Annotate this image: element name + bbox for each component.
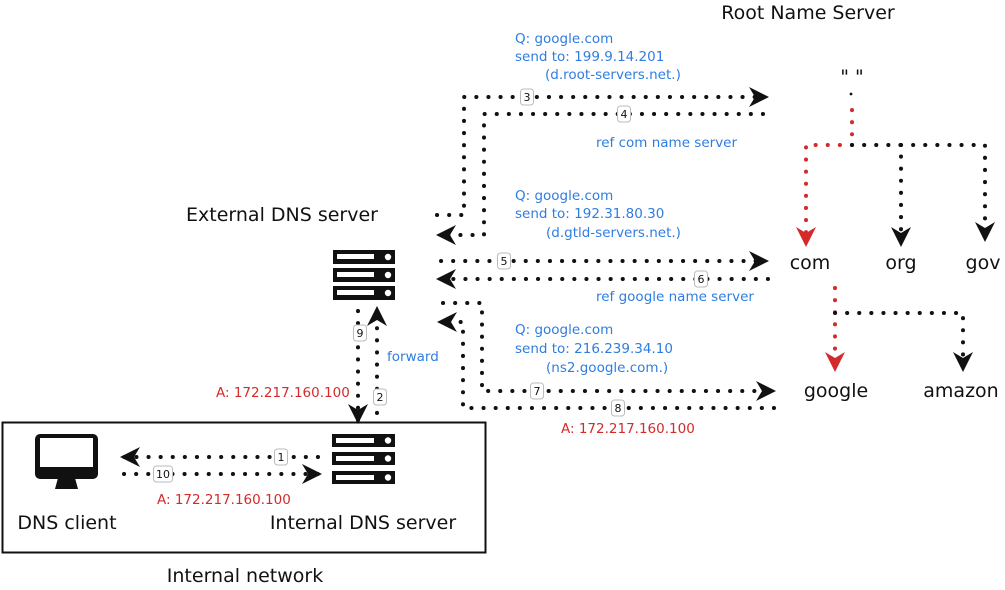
forward-annotation: forward xyxy=(387,349,439,365)
root-name-server-title: Root Name Server xyxy=(721,2,895,24)
svg-text:Q: google.com: Q: google.com xyxy=(515,322,613,338)
step-badge-7: 7 xyxy=(530,382,544,400)
step-badge-6: 6 xyxy=(694,270,708,288)
step-3-arrow xyxy=(435,87,769,217)
internal-dns-server-label: Internal DNS server xyxy=(270,512,457,534)
svg-text:send to: 192.31.80.30: send to: 192.31.80.30 xyxy=(515,206,664,222)
tree-root-to-com xyxy=(796,143,854,247)
step-badge-3: 3 xyxy=(520,88,534,106)
step-badge-label: 5 xyxy=(501,255,508,268)
tld-gov-label: gov xyxy=(966,252,1001,274)
monitor-icon xyxy=(35,434,98,489)
tld-com-label: com xyxy=(790,252,831,274)
external-answer-annotation: A: 172.217.160.100 xyxy=(216,385,350,401)
step-badge-label: 8 xyxy=(615,402,622,415)
step-badge-label: 7 xyxy=(534,385,541,398)
step-badge-4: 4 xyxy=(617,105,631,123)
step-badge-label: 2 xyxy=(377,391,384,404)
step-7-arrow xyxy=(441,301,776,401)
root-ref-annotation: ref com name server xyxy=(596,135,737,151)
authoritative-query-annotation: Q: google.com send to: 216.239.34.10 (ns… xyxy=(515,322,673,376)
svg-text:(d.root-servers.net.): (d.root-servers.net.) xyxy=(545,67,681,83)
tld-query-annotation: Q: google.com send to: 192.31.80.30 (d.g… xyxy=(515,188,681,241)
external-dns-server-title: External DNS server xyxy=(186,204,378,226)
dns-client-label: DNS client xyxy=(17,512,116,534)
tld-org-label: org xyxy=(885,252,916,274)
svg-text:Q: google.com: Q: google.com xyxy=(515,188,613,204)
tree-com-to-amazon xyxy=(833,311,973,372)
root-query-annotation: Q: google.com send to: 199.9.14.201 (d.r… xyxy=(515,31,681,83)
step-badge-label: 10 xyxy=(156,468,170,481)
step-badge-label: 9 xyxy=(357,327,364,340)
step-badge-9: 9 xyxy=(353,324,367,342)
svg-text:(d.gtld-servers.net.): (d.gtld-servers.net.) xyxy=(546,225,681,241)
step-badge-2: 2 xyxy=(373,388,387,406)
step-badge-label: 3 xyxy=(524,91,531,104)
step-badge-label: 1 xyxy=(278,451,285,464)
internal-server-icon xyxy=(332,434,395,484)
step-badge-5: 5 xyxy=(497,252,511,270)
internal-network-title: Internal network xyxy=(167,565,323,587)
svg-text:(ns2.google.com.): (ns2.google.com.) xyxy=(546,360,668,376)
step-badge-1: 1 xyxy=(274,448,288,466)
tree-root-to-gov xyxy=(899,143,995,242)
step-4-arrow xyxy=(436,112,765,245)
internal-answer-annotation: A: 172.217.160.100 xyxy=(157,492,291,508)
domain-amazon-label: amazon xyxy=(923,380,998,402)
svg-text:Q: google.com: Q: google.com xyxy=(515,31,613,47)
domain-google-label: google xyxy=(804,380,868,402)
root-label: " " xyxy=(840,66,864,88)
step-badge-label: 4 xyxy=(621,108,628,121)
internal-network-box xyxy=(1,421,487,554)
tld-ref-annotation: ref google name server xyxy=(596,289,754,305)
root-dot xyxy=(849,92,853,96)
svg-text:send to: 216.239.34.10: send to: 216.239.34.10 xyxy=(515,341,673,357)
authoritative-answer-annotation: A: 172.217.160.100 xyxy=(561,421,695,437)
svg-text:send to: 199.9.14.201: send to: 199.9.14.201 xyxy=(515,49,664,65)
step-badge-label: 6 xyxy=(698,273,705,286)
step-badge-10: 10 xyxy=(153,465,173,483)
external-server-icon xyxy=(333,250,395,300)
tree-root-to-org xyxy=(850,143,911,247)
step-badge-8: 8 xyxy=(611,399,625,417)
